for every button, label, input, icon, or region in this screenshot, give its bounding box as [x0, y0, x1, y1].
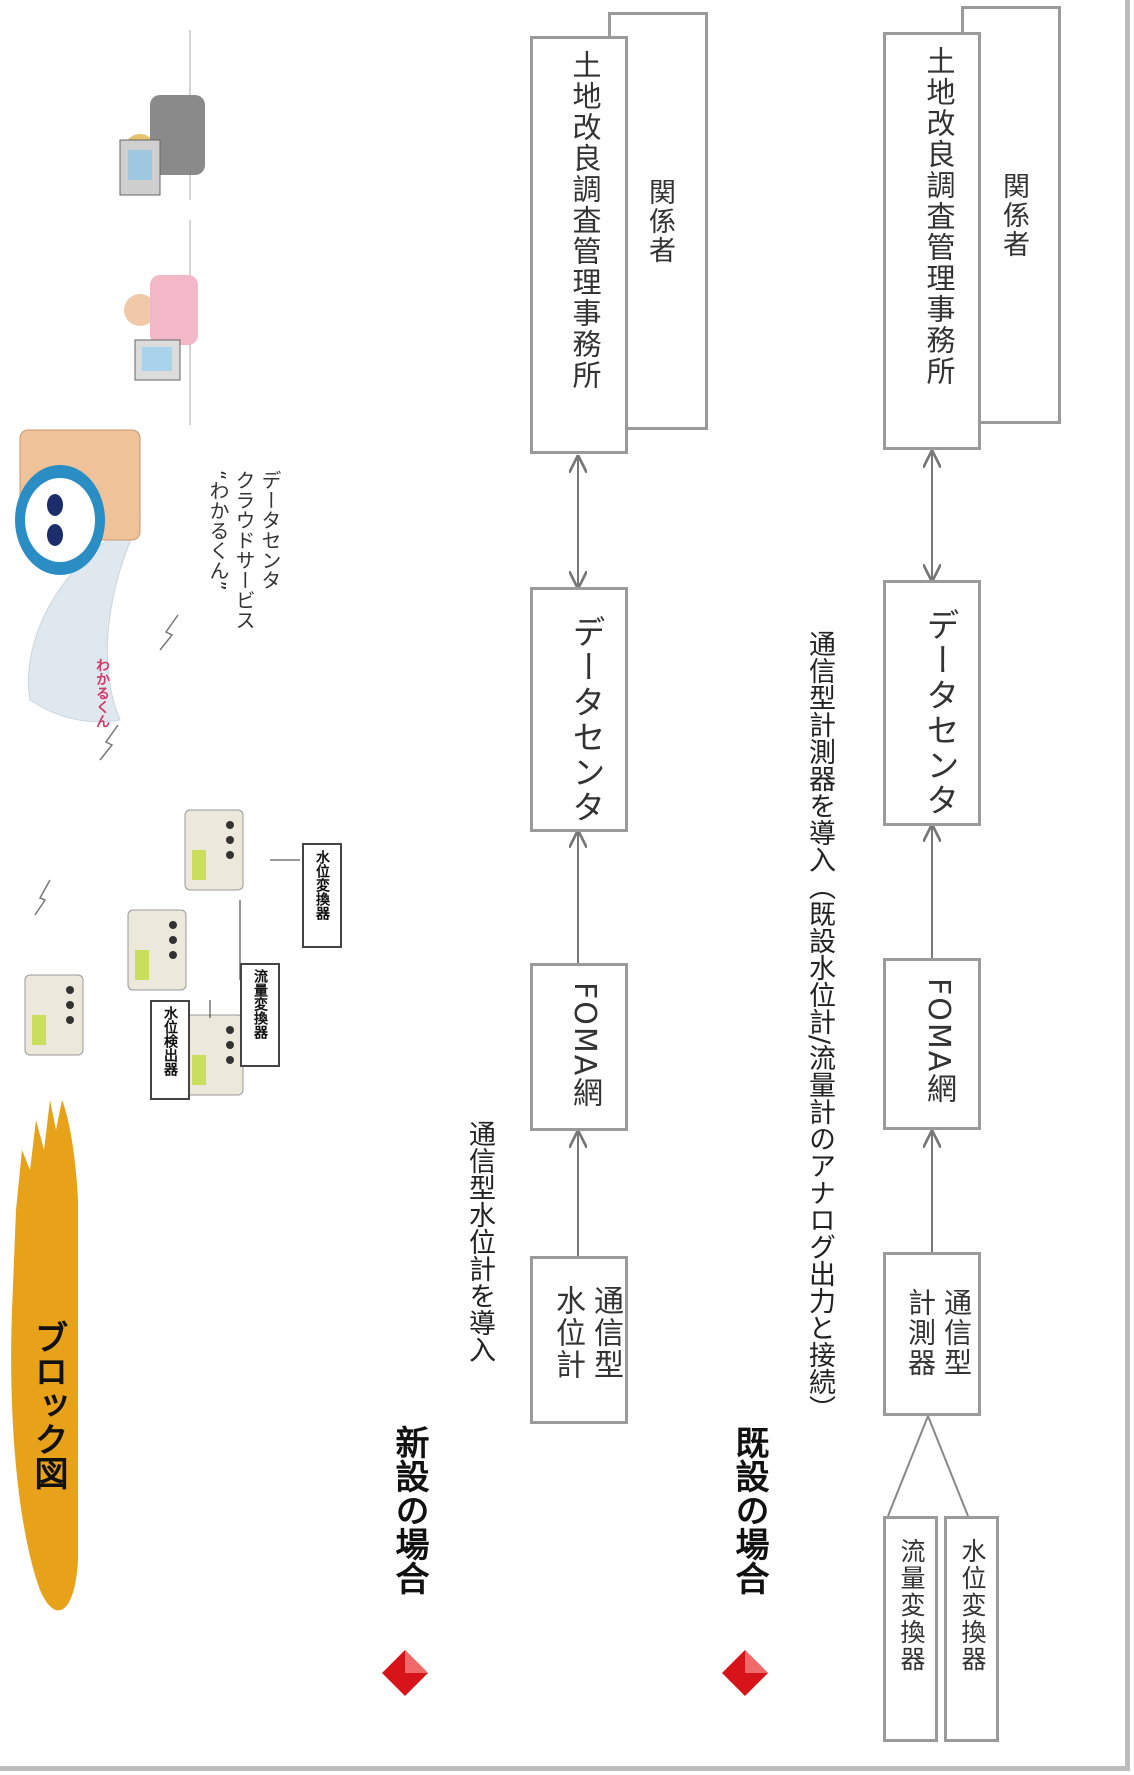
box-sensor-new-label: 通信型 水位計 — [550, 1285, 623, 1381]
box-level-converter — [944, 1516, 999, 1742]
box-office-new — [530, 36, 628, 454]
cloud-logo-text: わかるくん — [94, 658, 110, 728]
title-brush-shape — [11, 1100, 79, 1611]
box-sensor-new — [530, 1256, 628, 1424]
signal-zigzag-2 — [99, 724, 119, 761]
connector-flow — [887, 1415, 929, 1517]
box-office-new-label: 土地改良調査管理事務所 — [568, 50, 602, 391]
device-4-illustration — [184, 809, 244, 891]
device-2-illustration — [127, 909, 187, 991]
box-sensor-existing-label: 通信型 計測器 — [904, 1288, 973, 1378]
box-people-existing-label: 関係者 — [998, 172, 1029, 259]
connector-level — [927, 1415, 969, 1517]
device-label-flow-converter — [240, 963, 280, 1067]
signal-zigzag-1 — [34, 879, 51, 916]
bullet-existing-icon — [722, 1650, 768, 1696]
device-3-illustration — [24, 974, 84, 1056]
device-label-level-converter-text: 水位変換器 — [314, 850, 330, 920]
box-foma-new-label: FOMA網 — [567, 982, 602, 1110]
box-foma-existing — [883, 958, 981, 1130]
cloud-mascot-illustration — [15, 429, 142, 723]
section-existing-heading: 既設の場合 — [729, 1425, 769, 1595]
office-worker-illustration — [124, 275, 198, 381]
device-1-illustration — [184, 1014, 244, 1096]
box-level-converter-label: 水位変換器 — [958, 1538, 987, 1673]
page-title: ブロック図 — [28, 1320, 68, 1490]
section-new-subtitle: 通信型水位計を導入 — [464, 1120, 495, 1363]
box-office-existing — [883, 32, 981, 450]
box-datacenter-existing — [883, 580, 981, 826]
worker-helmet-illustration — [119, 95, 205, 196]
box-flow-converter-label: 流量変換器 — [897, 1538, 926, 1673]
box-sensor-existing — [883, 1252, 981, 1416]
device-label-water-detector-text: 水位検出器 — [162, 1006, 178, 1076]
device-label-flow-converter-text: 流量変換器 — [252, 969, 268, 1039]
box-people-new-label: 関係者 — [644, 178, 675, 265]
box-datacenter-existing-label: データセンタ — [921, 608, 960, 818]
box-foma-new — [530, 963, 628, 1131]
box-datacenter-new — [530, 587, 628, 832]
box-datacenter-new-label: データセンタ — [567, 615, 606, 825]
device-label-water-detector — [150, 1000, 190, 1100]
box-office-existing-label: 土地改良調査管理事務所 — [922, 46, 956, 387]
signal-zigzag-3 — [159, 614, 179, 651]
box-foma-existing-label: FOMA網 — [921, 978, 956, 1106]
device-label-level-converter — [302, 843, 342, 948]
box-flow-converter — [883, 1516, 938, 1742]
cloud-caption: データセンタ クラウドサービス “わかるくん” — [206, 470, 282, 630]
bullet-new-icon — [382, 1650, 428, 1696]
section-new-heading: 新設の場合 — [389, 1425, 429, 1595]
section-existing-subtitle: 通信型計測器を導入（既設水位計/流量計のアナログ出力と接続） — [804, 630, 835, 1423]
